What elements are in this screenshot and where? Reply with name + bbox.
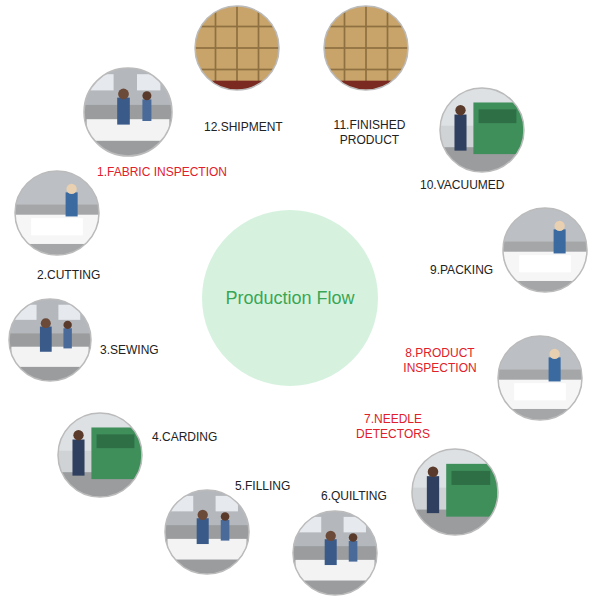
- photo-fill: [502, 207, 588, 293]
- circle-shape: [439, 87, 525, 173]
- step-label: 11.FINISHED PRODUCT: [322, 118, 417, 148]
- photo-border: [293, 511, 377, 595]
- photo-fill: [411, 448, 499, 536]
- step-label: 8.PRODUCT INSPECTION: [390, 346, 490, 376]
- photo-border: [84, 68, 172, 156]
- circle-shape: [411, 448, 499, 536]
- photo-fill: [8, 298, 92, 382]
- center-disc: [202, 210, 378, 386]
- step-label: 6.QUILTING: [321, 489, 387, 504]
- step-photo-circle: 6.QUILTING: [292, 510, 378, 596]
- photo-border: [498, 336, 582, 420]
- photo-fill: [57, 412, 143, 498]
- step-label: 3.SEWING: [100, 343, 159, 358]
- photo-border: [324, 6, 408, 90]
- photo-fill: [497, 335, 583, 421]
- circle-shape: [14, 170, 100, 256]
- photo-border: [195, 6, 279, 90]
- step-label: 7.NEEDLE DETECTORS: [348, 412, 438, 442]
- photo-fill: [14, 170, 100, 256]
- photo-border: [58, 413, 142, 497]
- photo-fill: [164, 489, 250, 575]
- circle-shape: [292, 510, 378, 596]
- center-title: Production Flow: [225, 288, 354, 309]
- photo-border: [440, 88, 524, 172]
- step-label: 5.FILLING: [235, 479, 290, 494]
- step-label: 10.VACUUMED: [420, 178, 504, 193]
- step-photo-circle: 4.CARDING: [57, 412, 143, 498]
- photo-fill: [83, 67, 173, 157]
- step-photo-circle: 10.VACUUMED: [439, 87, 525, 173]
- step-photo-circle: 2.CUTTING: [14, 170, 100, 256]
- circle-shape: [83, 67, 173, 157]
- step-label: 1.FABRIC INSPECTION: [97, 165, 227, 180]
- photo-fill: [292, 510, 378, 596]
- circle-shape: [502, 207, 588, 293]
- circle-shape: [8, 298, 92, 382]
- circle-shape: [497, 335, 583, 421]
- step-photo-circle: 1.FABRIC INSPECTION: [83, 67, 173, 157]
- photo-fill: [194, 5, 280, 91]
- circle-shape: [194, 5, 280, 91]
- step-photo-circle: 5.FILLING: [164, 489, 250, 575]
- step-label: 4.CARDING: [152, 430, 217, 445]
- step-photo-circle: 9.PACKING: [502, 207, 588, 293]
- circle-shape: [164, 489, 250, 575]
- step-label: 9.PACKING: [430, 263, 493, 278]
- photo-border: [165, 490, 249, 574]
- step-photo-circle: 3.SEWING: [8, 298, 92, 382]
- photo-border: [412, 449, 498, 535]
- circle-shape: [57, 412, 143, 498]
- photo-fill: [323, 5, 409, 91]
- step-photo-circle: 11.FINISHED PRODUCT: [323, 5, 409, 91]
- circle-shape: [323, 5, 409, 91]
- photo-border: [15, 171, 99, 255]
- photo-border: [503, 208, 587, 292]
- step-photo-circle: 7.NEEDLE DETECTORS: [411, 448, 499, 536]
- step-photo-circle: 8.PRODUCT INSPECTION: [497, 335, 583, 421]
- photo-fill: [439, 87, 525, 173]
- photo-border: [9, 299, 91, 381]
- step-label: 2.CUTTING: [37, 268, 100, 283]
- center-circle: Production Flow: [202, 210, 378, 386]
- step-label: 12.SHIPMENT: [204, 120, 283, 135]
- step-photo-circle: 12.SHIPMENT: [194, 5, 280, 91]
